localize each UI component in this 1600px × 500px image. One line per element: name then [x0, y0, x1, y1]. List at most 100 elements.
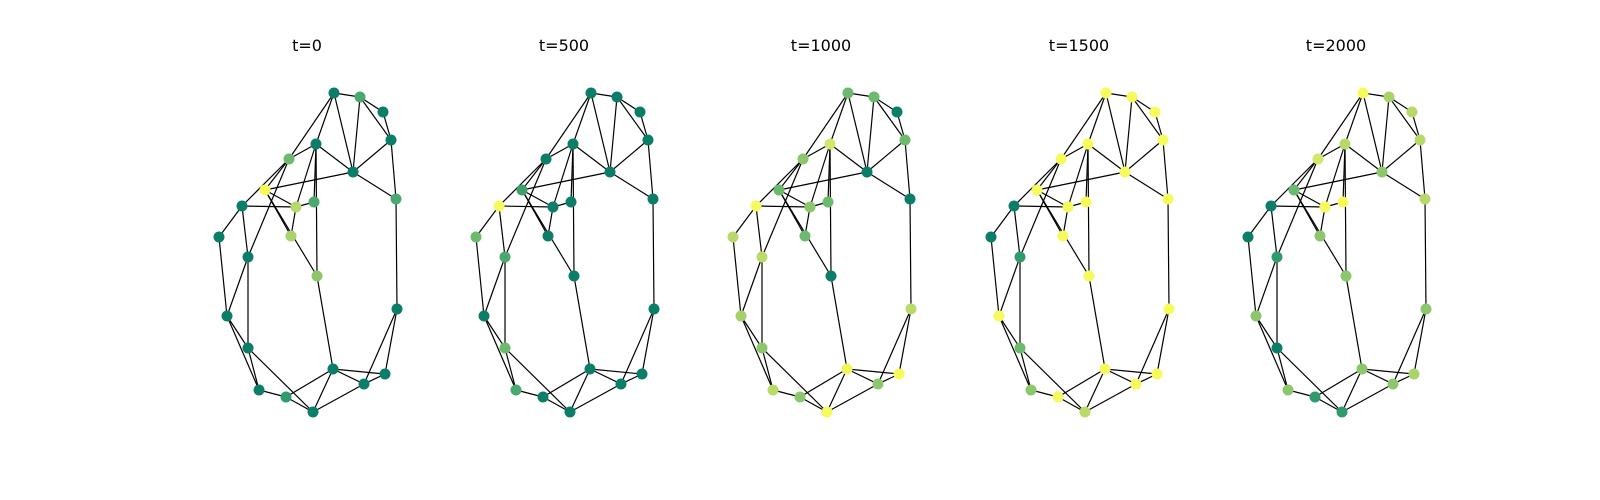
- graph-edge: [1381, 171, 1426, 200]
- graph-node: [311, 270, 323, 282]
- graph-node: [478, 310, 490, 322]
- graph-edge: [740, 315, 763, 349]
- graph-node: [1282, 384, 1294, 396]
- graph-edge: [866, 171, 911, 200]
- graph-edge: [218, 236, 228, 317]
- graph-node: [1031, 184, 1043, 196]
- graph-node: [328, 87, 340, 99]
- graph-node: [1151, 368, 1163, 380]
- graph-node: [537, 391, 549, 403]
- graph-edge: [1270, 158, 1319, 207]
- graph-edge: [732, 236, 742, 317]
- graph-edge: [829, 143, 868, 173]
- graph-node: [283, 153, 295, 165]
- graph-node: [636, 368, 648, 380]
- graph-node: [1414, 134, 1426, 146]
- graph-node: [280, 391, 292, 403]
- graph-edge: [829, 143, 832, 277]
- graph-edge: [873, 96, 906, 141]
- panel-t1500: t=1500: [985, 36, 1175, 418]
- graph-edge: [740, 315, 774, 391]
- graph-edge: [732, 205, 757, 238]
- graph-node: [1336, 406, 1348, 418]
- graph-edge: [1276, 158, 1319, 258]
- graph-node: [1314, 230, 1326, 242]
- graph-edge: [498, 205, 506, 258]
- graph-edge: [809, 143, 831, 208]
- graph-edge: [573, 275, 591, 370]
- graph-edge: [521, 189, 554, 208]
- graph-edge: [1341, 383, 1394, 413]
- graph-edge: [609, 171, 654, 200]
- graph-node: [822, 196, 834, 208]
- graph-edge: [352, 139, 392, 173]
- graph-edge: [542, 368, 591, 398]
- graph-edge: [1344, 143, 1347, 277]
- graph-edge: [1270, 205, 1278, 258]
- graph-edge: [829, 92, 849, 145]
- graph-node: [841, 363, 853, 375]
- graph-edge: [483, 315, 517, 391]
- graph-edge: [740, 256, 763, 317]
- graph-node: [750, 200, 762, 212]
- nodes: [1242, 87, 1432, 418]
- graph-edge: [904, 139, 911, 200]
- graph-edge: [778, 171, 868, 191]
- graph-node: [493, 200, 505, 212]
- graph-node: [540, 153, 552, 165]
- nodes: [470, 87, 660, 418]
- graph-edge: [847, 92, 868, 173]
- graph-node: [1149, 106, 1161, 118]
- graph-node: [1126, 91, 1138, 103]
- graph-node: [290, 201, 302, 213]
- graph-node: [1119, 166, 1131, 178]
- graph-node: [1408, 368, 1420, 380]
- graph-edge: [830, 275, 848, 370]
- graph-node: [1130, 378, 1142, 390]
- graph-node: [905, 303, 917, 315]
- graph-edge: [1156, 308, 1170, 375]
- graph-node: [1271, 251, 1283, 263]
- graph-edge: [998, 315, 1032, 391]
- graph-node: [236, 200, 248, 212]
- graph-edge: [647, 139, 654, 200]
- graph-node: [1387, 378, 1399, 390]
- graph-edge: [1344, 143, 1383, 173]
- graph-node: [1079, 406, 1091, 418]
- graph-node: [1312, 153, 1324, 165]
- graph-edge: [778, 189, 811, 208]
- graph-edge: [333, 92, 354, 173]
- graph-edge: [218, 205, 243, 238]
- graph-edge: [609, 96, 618, 173]
- graph-node: [985, 231, 997, 243]
- graph-edge: [1124, 139, 1164, 173]
- graph-edge: [352, 171, 397, 200]
- graph-node: [904, 193, 916, 205]
- graph-node: [567, 138, 579, 150]
- graph-node: [1025, 384, 1037, 396]
- graph-edge: [315, 143, 318, 277]
- graph-node: [1356, 363, 1368, 375]
- graph-node: [893, 368, 905, 380]
- graph-edge: [1124, 96, 1133, 173]
- graph-node: [1340, 270, 1352, 282]
- graph-edge: [609, 139, 649, 173]
- graph-node: [842, 87, 854, 99]
- graph-node: [242, 251, 254, 263]
- graph-node: [1163, 303, 1175, 315]
- graph-node: [872, 378, 884, 390]
- graph-node: [253, 384, 265, 396]
- graph-node: [1008, 200, 1020, 212]
- graph-node: [1052, 391, 1064, 403]
- graph-edge: [312, 383, 365, 413]
- graph-node: [611, 91, 623, 103]
- graph-edge: [1036, 158, 1062, 191]
- nodes: [213, 87, 403, 418]
- graph-edge: [1381, 96, 1390, 173]
- graph-edge: [1255, 256, 1278, 317]
- graph-edge: [483, 256, 506, 317]
- graph-edge: [1036, 171, 1126, 191]
- graph-edge: [285, 368, 334, 398]
- graph-node: [354, 91, 366, 103]
